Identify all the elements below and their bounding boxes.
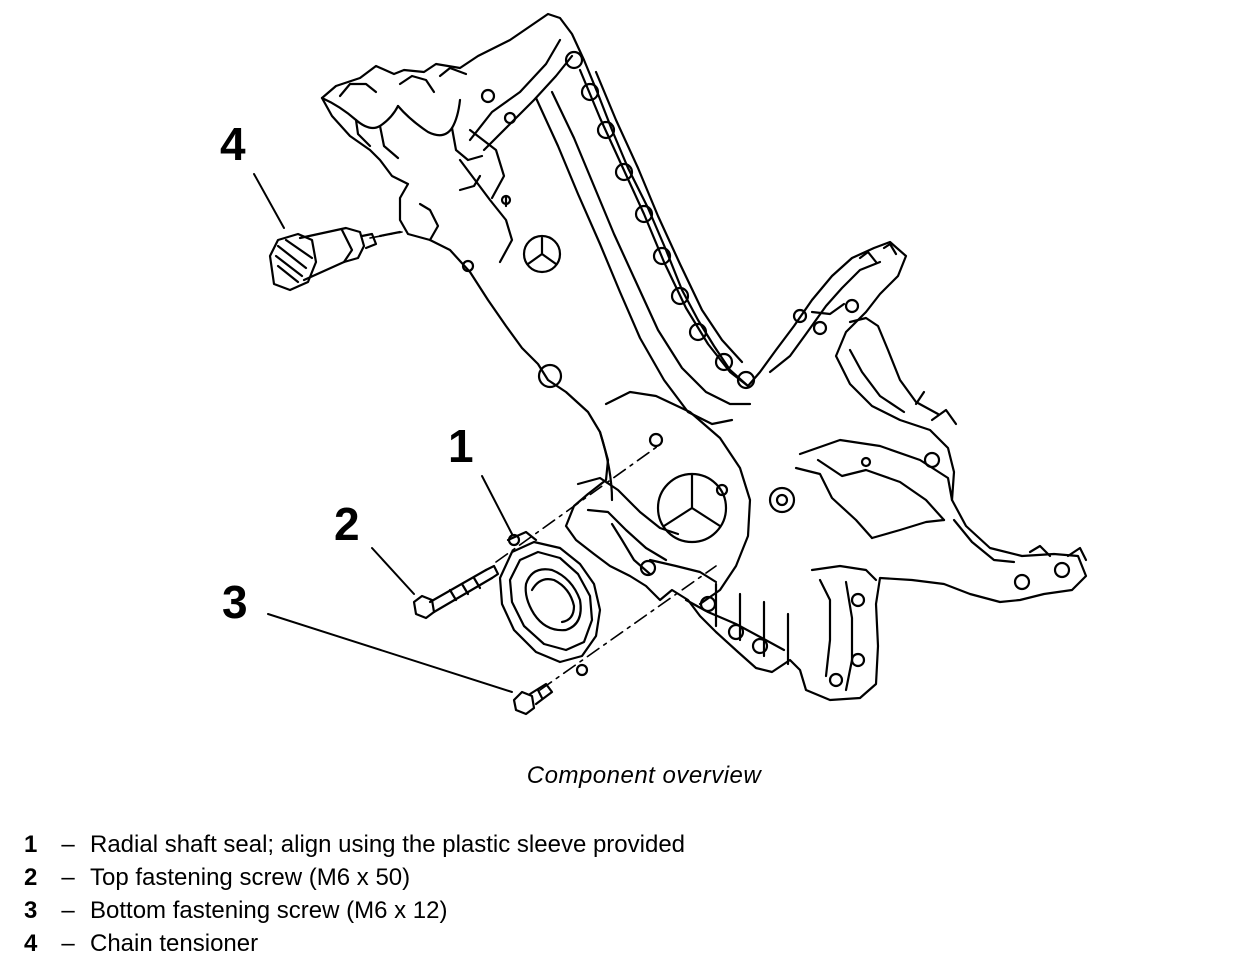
parts-legend: 1–Radial shaft seal; align using the pla…: [24, 828, 685, 960]
callout-1: 1: [448, 420, 474, 472]
legend-number: 2: [24, 864, 38, 891]
legend-separator: –: [61, 930, 75, 957]
legend-number: 4: [24, 930, 38, 957]
legend-separator: –: [61, 864, 75, 891]
rail-bosses: [564, 50, 756, 390]
leader-line-4: [253, 173, 285, 229]
legend-item: 2–Top fastening screw (M6 x 50): [24, 861, 685, 894]
timing-cover-exploded-diagram: 4 1 2 3: [220, 12, 1088, 716]
legend-text: Bottom fastening screw (M6 x 12): [90, 897, 448, 924]
leader-line-3: [267, 613, 513, 693]
timing-case-cover: [320, 12, 1088, 702]
leader-line-1: [481, 475, 513, 535]
figure-caption: Component overview: [526, 762, 762, 789]
star-emblem-lower: [656, 472, 728, 544]
callout-4: 4: [220, 118, 246, 170]
legend-number: 3: [24, 897, 38, 924]
legend-separator: –: [61, 831, 75, 858]
leader-lines: [253, 173, 513, 693]
leader-line-2: [371, 547, 415, 595]
callout-2: 2: [334, 498, 360, 550]
assembly-lines: [369, 231, 717, 691]
callout-labels: 4 1 2 3: [220, 118, 474, 628]
legend-text: Top fastening screw (M6 x 50): [90, 864, 411, 891]
legend-separator: –: [61, 897, 75, 924]
legend-number: 1: [24, 831, 38, 858]
callout-3: 3: [222, 576, 248, 628]
bottom-fastening-screw: [512, 682, 554, 716]
chain-tensioner-part: [268, 226, 402, 292]
star-emblem-upper: [522, 234, 562, 274]
legend-item: 3–Bottom fastening screw (M6 x 12): [24, 894, 685, 927]
top-fastening-screw: [412, 564, 500, 620]
legend-text: Radial shaft seal; align using the plast…: [90, 831, 686, 858]
legend-item: 4–Chain tensioner: [24, 927, 685, 960]
legend-text: Chain tensioner: [90, 930, 259, 957]
legend-item: 1–Radial shaft seal; align using the pla…: [24, 828, 685, 861]
radial-shaft-seal: [498, 530, 602, 677]
